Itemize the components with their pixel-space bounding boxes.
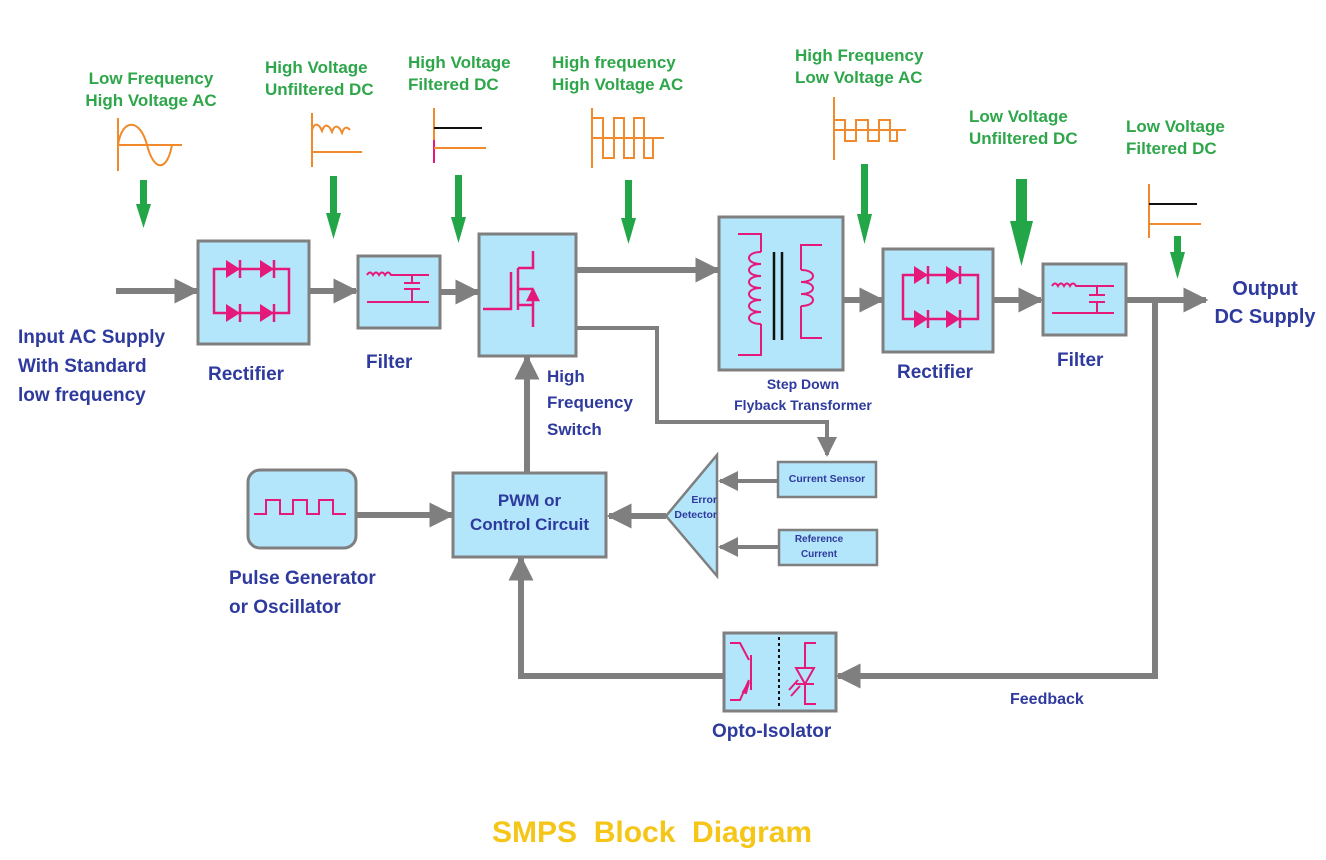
signal-label-7-line2: Filtered DC: [1126, 138, 1217, 158]
rectified-ripple-icon: [311, 113, 362, 167]
signal-arrow-1: [136, 180, 151, 228]
lc-filter-icon-2: [1051, 282, 1114, 314]
signal-label-2-line1: High Voltage: [265, 58, 368, 77]
pulse-generator-label-line2: or Oscillator: [229, 597, 341, 619]
diode-bridge-icon-2: [901, 264, 980, 330]
input-label-line3: low frequency: [18, 384, 146, 406]
pulse-generator-block: [246, 468, 358, 550]
pulse-generator-label-line1: Pulse Generator: [229, 568, 376, 589]
signal-label-6-line1: Low Voltage: [969, 107, 1068, 126]
signal-label-5-line1: High Frequency: [795, 46, 924, 65]
transformer-label-line2: Flyback Transformer: [734, 397, 872, 413]
switch-label-line3: Switch: [547, 419, 602, 439]
square-wave-small-icon: [833, 97, 906, 160]
reference-label-line2: Current: [800, 548, 838, 560]
rectifier-block-2: [881, 247, 995, 354]
mosfet-icon: [483, 251, 541, 327]
signal-arrow-3: [451, 175, 466, 243]
filter-2-label: Filter: [1057, 350, 1104, 371]
diode-bridge-icon: [212, 258, 291, 324]
signal-label-4-line1: High frequency: [552, 53, 676, 72]
signal-label-7-line1: Low Voltage: [1126, 117, 1225, 136]
filter-1-label: Filter: [366, 352, 413, 373]
signal-label-3-line1: High Voltage: [408, 53, 511, 72]
signal-arrow-7: [1170, 236, 1185, 279]
error-detector-block: [664, 451, 719, 580]
switch-label-line1: High: [547, 367, 585, 386]
signal-label-1-line1: Low Frequency: [88, 69, 214, 88]
output-label-line2: DC Supply: [1214, 306, 1316, 328]
opto-isolator-label: Opto-Isolator: [712, 721, 832, 742]
output-label: Output DC Supply: [1205, 275, 1325, 331]
switch-block: [477, 232, 578, 358]
reference-current-block: [777, 528, 879, 567]
input-label-line2: With Standard: [18, 355, 147, 377]
signal-label-3-line2: Filtered DC: [408, 74, 499, 94]
pulse-generator-label: Pulse Generator or Oscillator: [229, 564, 376, 623]
opto-to-pwm-line: [508, 555, 723, 679]
optocoupler-icon: [730, 642, 816, 705]
current-sense-line: [577, 326, 837, 457]
filter-block-2: [1041, 262, 1128, 337]
rectifier-2-label: Rectifier: [897, 362, 974, 383]
error-detector-label-line1: Error: [691, 494, 717, 506]
filter-block-1: [356, 254, 442, 330]
reference-label-line1: Reference: [794, 534, 844, 545]
feedback-line: [835, 300, 1158, 689]
rectifier-1-label: Rectifier: [208, 364, 285, 385]
switch-label-line2: Frequency: [547, 393, 633, 413]
current-sensor-block: [776, 460, 878, 499]
signal-arrow-4: [621, 180, 636, 244]
signal-label-2-line2: Unfiltered DC: [265, 79, 374, 99]
square-wave-icon: [591, 108, 664, 168]
error-detector-label-line2: Detector: [674, 509, 717, 522]
signal-label-4-line2: High Voltage AC: [552, 74, 684, 94]
signal-arrow-2: [326, 176, 341, 239]
transformer-label-line1: Step Down: [766, 376, 840, 392]
signal-arrow-6: [1010, 179, 1033, 266]
signal-arrows: [136, 164, 1185, 279]
lc-filter-icon: [366, 271, 429, 303]
transformer-coil-icon: [738, 233, 822, 356]
pwm-label-line2: Control Circuit: [470, 514, 589, 534]
signal-label-6-line2: Unfiltered DC: [969, 128, 1078, 148]
current-sensor-label: Current Sensor: [788, 473, 866, 485]
pwm-label: PWM or Control Circuit: [453, 489, 606, 537]
flat-dc-icon: [433, 108, 486, 163]
signal-label-1-line2: High Voltage AC: [85, 90, 217, 110]
flat-dc-icon-2: [1148, 184, 1201, 238]
opto-isolator-block: [722, 631, 838, 713]
pulse-wave-icon: [254, 499, 346, 515]
signal-arrow-5: [857, 164, 872, 244]
transformer-block: [717, 215, 845, 372]
pwm-label-line1: PWM or: [497, 491, 562, 510]
feedback-label: Feedback: [1010, 691, 1084, 708]
rectifier-block-1: [196, 239, 311, 346]
output-label-line1: Output: [1232, 278, 1298, 300]
sine-icon: [117, 118, 182, 171]
signal-label-5-line2: Low Voltage AC: [795, 67, 923, 87]
pwm-block: [451, 471, 608, 559]
input-label-line1: Input AC Supply: [18, 327, 166, 348]
diagram-title: SMPS Block Diagram: [492, 816, 813, 849]
